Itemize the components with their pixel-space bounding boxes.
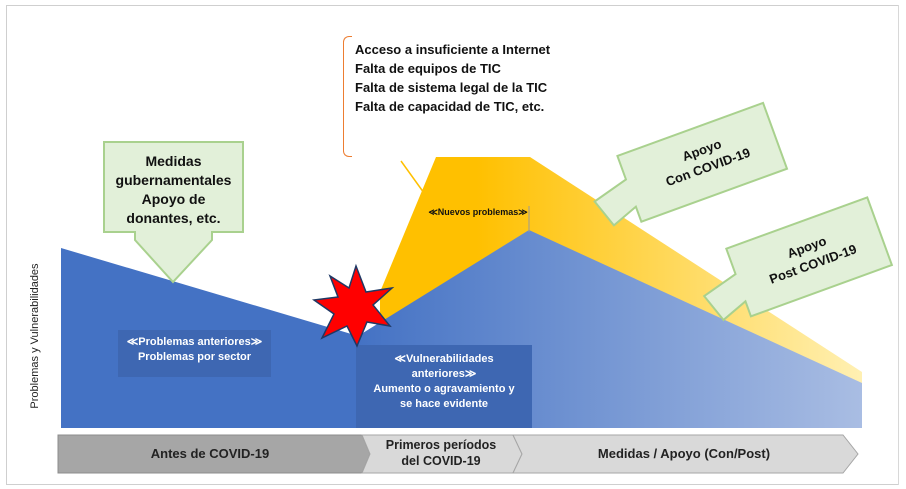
explosion-burst-icon [311, 263, 395, 348]
previous-vulnerabilities-box [356, 345, 532, 428]
annotation-line: Falta de capacidad de TIC, etc. [355, 99, 545, 114]
new-problems-label: ≪Nuevos problemas≫ [428, 207, 528, 217]
timeline-phase-3 [512, 434, 859, 474]
callout-line: donantes, etc. [126, 210, 221, 226]
callout-line: Apoyo de [141, 191, 206, 207]
callout-line: gubernamentales [115, 172, 232, 188]
timeline-phase-3-label: Medidas / Apoyo (Con/Post) [597, 446, 771, 461]
y-axis-label: Problemas y Vulnerabilidades [29, 263, 41, 409]
annotation-line: Falta de sistema legal de la TIC [355, 80, 548, 95]
text-line: ≪Vulnerabilidades [394, 353, 494, 365]
text-line: anteriores≫ [411, 368, 477, 380]
diagram-frame [6, 5, 899, 485]
text-line: se hace evidente [399, 398, 489, 410]
frame-right-edge [898, 5, 899, 485]
annotation-line: Falta de equipos de TIC [355, 61, 501, 76]
previous-problems-box [118, 330, 271, 377]
annotation-line: Acceso a insuficiente a Internet [355, 42, 551, 57]
text-line: Problemas por sector [137, 351, 252, 363]
annotation-list: Acceso a insuficiente a Internet Falta d… [355, 40, 550, 116]
timeline-phase-1-label: Antes de COVID-19 [150, 446, 270, 461]
timeline-phase-2-label: Primeros períodos del COVID-19 [385, 438, 497, 468]
government-callout-shape [103, 141, 244, 284]
annotation-bracket [343, 36, 352, 157]
support-con-callout-shape [593, 101, 789, 227]
annotation-leader-line [400, 160, 425, 194]
text-line: ≪Problemas anteriores≫ [126, 336, 263, 348]
callout-line: Medidas [145, 153, 202, 169]
support-post-callout-shape [702, 196, 894, 322]
government-callout-text: Medidas gubernamentales Apoyo de donante… [104, 152, 243, 228]
previous-vulnerabilities-text: ≪Vulnerabilidades anteriores≫ Aumento o … [356, 352, 532, 412]
text-line: Aumento o agravamiento y [373, 383, 515, 395]
previous-problems-text: ≪Problemas anteriores≫ Problemas por sec… [118, 335, 271, 365]
